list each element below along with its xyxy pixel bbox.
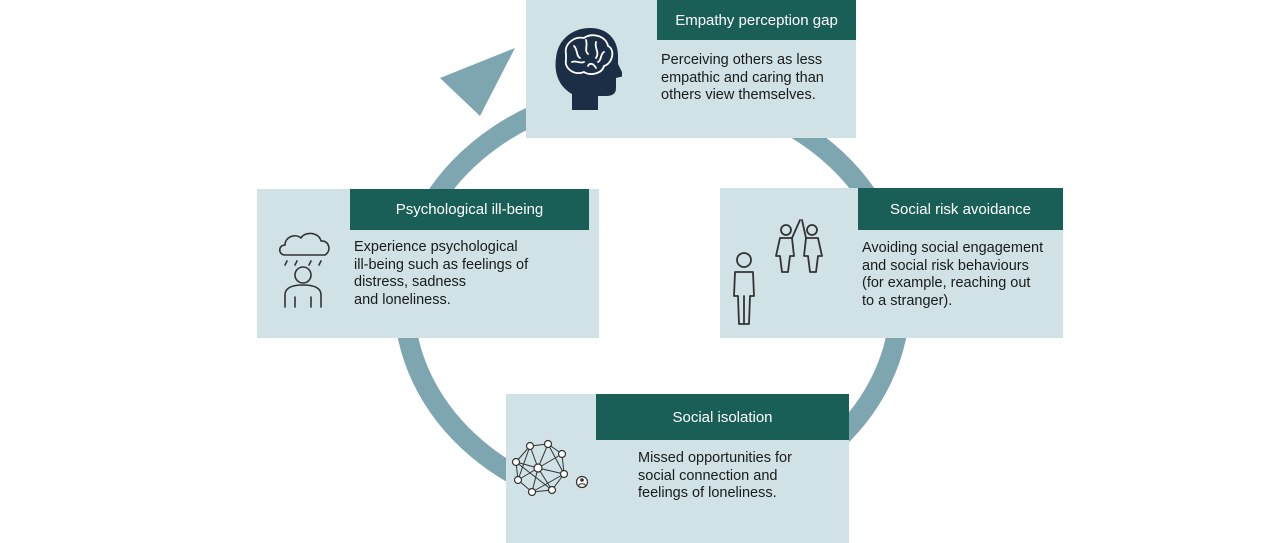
text-line: empathic and caring than: [661, 69, 824, 86]
brain-head-icon: [555, 28, 622, 110]
node-empathy-perception-gap: Empathy perception gap Perceiving others…: [526, 0, 856, 138]
text-line: social connection and: [638, 467, 778, 484]
text-line: others view themselves.: [661, 87, 816, 103]
text-line: Missed opportunities for: [638, 450, 792, 466]
node-description: Avoiding social engagement and social ri…: [862, 240, 1043, 310]
node-social-isolation: Social isolation Missed opportunities fo…: [506, 394, 849, 543]
arrow-head: [440, 48, 515, 116]
text-line: and loneliness.: [354, 291, 451, 308]
people-high-five-icon: [733, 219, 823, 325]
text-line: feelings of loneliness.: [638, 485, 777, 501]
text-line: Avoiding social engagement: [862, 240, 1044, 256]
node-title: Psychological ill-being: [350, 189, 589, 230]
node-description: Experience psychological ill-being such …: [354, 239, 528, 309]
text-line: Perceiving others as less: [661, 52, 823, 68]
node-description: Missed opportunities for social connecti…: [638, 450, 792, 503]
node-description: Perceiving others as less empathic and c…: [661, 52, 824, 105]
text-line: to a stranger).: [862, 292, 953, 309]
rain-cloud-person-icon: [278, 232, 330, 308]
node-title: Social isolation: [596, 394, 849, 440]
node-title: Social risk avoidance: [858, 188, 1063, 230]
text-line: (for example, reaching out: [862, 275, 1031, 291]
text-line: ill-being such as feelings of: [354, 256, 529, 273]
node-social-risk-avoidance: Social risk avoidance Avoiding social en…: [720, 188, 1063, 338]
text-line: Experience psychological: [354, 239, 518, 255]
node-title: Empathy perception gap: [657, 0, 856, 40]
text-line: distress, sadness: [354, 274, 467, 290]
node-psychological-ill-being: Psychological ill-being Experience psych…: [257, 189, 599, 338]
text-line: and social risk behaviours: [862, 257, 1029, 274]
network-icon: [511, 439, 589, 497]
